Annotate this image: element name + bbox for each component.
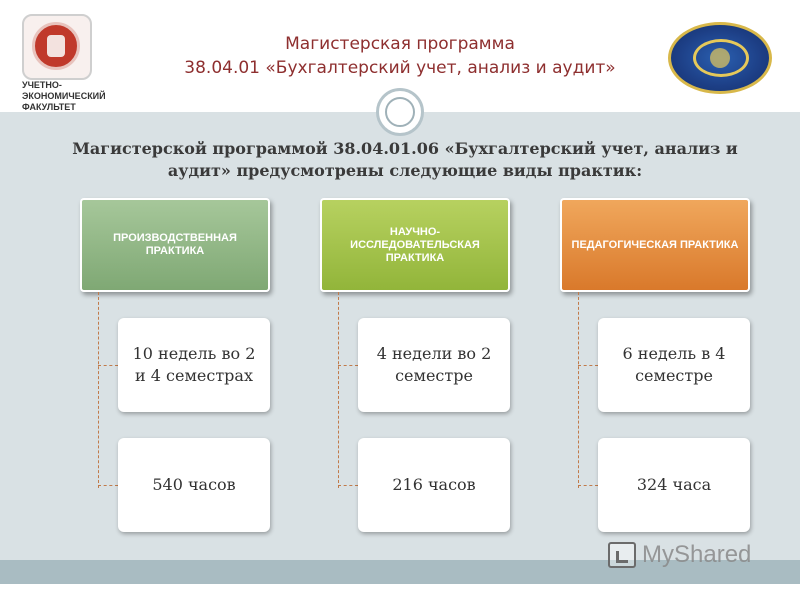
connector-line [578,292,579,488]
connector-line [338,365,358,366]
bottom-margin [0,584,800,600]
watermark-text: MyShared [642,541,752,568]
title-line-1: Магистерская программа [285,34,515,54]
chart-icon [608,542,636,568]
connector-line [578,485,598,486]
page-title: Магистерская программа 38.04.01 «Бухгалт… [150,32,650,80]
practice-header-industrial: ПРОИЗВОДСТВЕННАЯ ПРАКТИКА [80,198,270,292]
practice-hours-industrial: 540 часов [118,438,270,532]
header: УЧЕТНО-ЭКОНОМИЧЕСКИЙ ФАКУЛЬТЕТ Магистерс… [0,0,800,112]
subtitle: Магистерской программой 38.04.01.06 «Бух… [72,139,738,180]
university-logo [668,22,772,94]
connector-line [578,365,598,366]
university-emblem-icon [693,39,749,77]
connector-line [338,485,358,486]
practice-duration-industrial: 10 недель во 2 и 4 семестрах [118,318,270,412]
faculty-label: УЧЕТНО-ЭКОНОМИЧЕСКИЙ ФАКУЛЬТЕТ [22,80,106,112]
connector-line [98,365,118,366]
practice-header-research: НАУЧНО-ИССЛЕДОВАТЕЛЬСКАЯ ПРАКТИКА [320,198,510,292]
watermark: MyShared [608,538,768,572]
practice-header-pedagogical: ПЕДАГОГИЧЕСКАЯ ПРАКТИКА [560,198,750,292]
faculty-logo [22,14,92,80]
practice-hours-research: 216 часов [358,438,510,532]
bottom-bar [0,560,800,584]
practice-duration-pedagogical: 6 недель в 4 семестре [598,318,750,412]
divider-ring-icon [376,88,424,136]
connector-line [98,292,99,488]
title-line-2: 38.04.01 «Бухгалтерский учет, анализ и а… [184,58,616,78]
connector-line [338,292,339,488]
practice-hours-pedagogical: 324 часа [598,438,750,532]
practice-duration-research: 4 недели во 2 семестре [358,318,510,412]
faculty-seal-icon [32,22,80,70]
connector-line [98,485,118,486]
